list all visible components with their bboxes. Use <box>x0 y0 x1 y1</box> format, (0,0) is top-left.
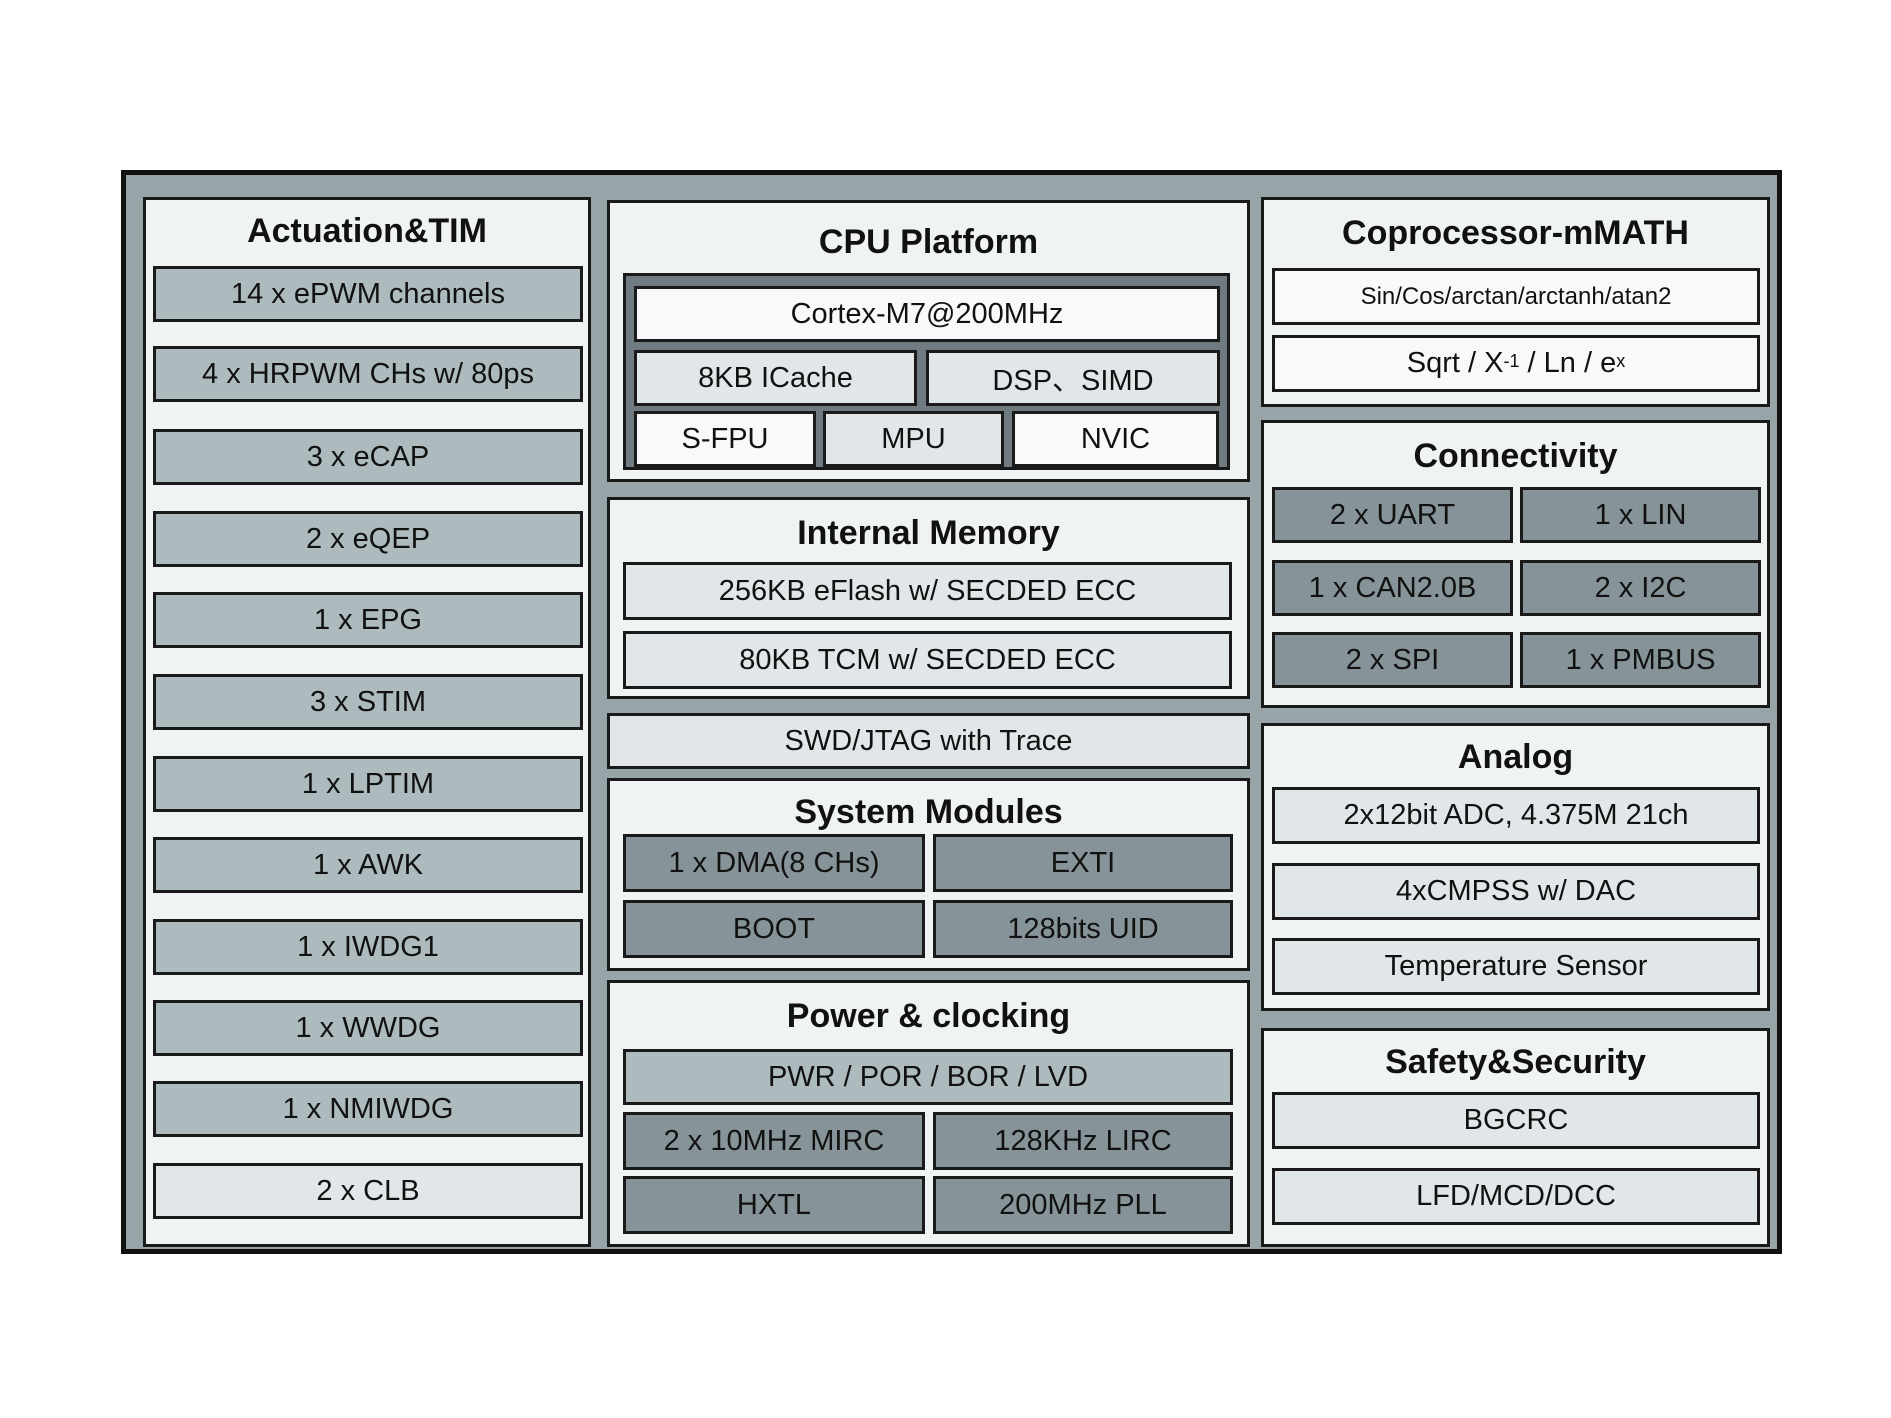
actuation-item: 2 x CLB <box>153 1163 583 1219</box>
actuation-item: 3 x eCAP <box>153 429 583 485</box>
actuation-item: 1 x IWDG1 <box>153 919 583 975</box>
swd-jtag-box: SWD/JTAG with Trace <box>607 713 1250 769</box>
trig-func-box: Sin/Cos/arctan/arctanh/atan2 <box>1272 268 1760 325</box>
coproc-panel: Coprocessor-mMATH Sin/Cos/arctan/arctanh… <box>1261 197 1770 407</box>
hxtl-box: HXTL <box>623 1176 925 1234</box>
analog-panel: Analog 2x12bit ADC, 4.375M 21ch 4xCMPSS … <box>1261 723 1770 1011</box>
actuation-panel: Actuation&TIM 14 x ePWM channels 4 x HRP… <box>143 197 591 1247</box>
mpu-box: MPU <box>823 411 1004 467</box>
icache-box: 8KB ICache <box>634 350 917 406</box>
actuation-title: Actuation&TIM <box>247 212 487 250</box>
safety-title: Safety&Security <box>1385 1043 1646 1081</box>
coproc-title: Coprocessor-mMATH <box>1342 214 1689 252</box>
sfpu-box: S-FPU <box>634 411 816 467</box>
actuation-item: 14 x ePWM channels <box>153 266 583 322</box>
cpu-core-block: Cortex-M7@200MHz 8KB ICache DSP、SIMD S-F… <box>623 273 1230 470</box>
dsp-simd-box: DSP、SIMD <box>926 350 1220 406</box>
pwr-box: PWR / POR / BOR / LVD <box>623 1049 1233 1105</box>
pmbus-box: 1 x PMBUS <box>1520 632 1761 688</box>
lirc-box: 128KHz LIRC <box>933 1112 1233 1170</box>
safety-panel: Safety&Security BGCRC LFD/MCD/DCC <box>1261 1028 1770 1247</box>
chip-block-diagram: Actuation&TIM 14 x ePWM channels 4 x HRP… <box>121 170 1782 1254</box>
sqrt-func-text-b: / Ln / e <box>1519 347 1617 379</box>
actuation-item: 1 x AWK <box>153 837 583 893</box>
i2c-box: 2 x I2C <box>1520 560 1761 616</box>
exti-box: EXTI <box>933 834 1233 892</box>
uid-box: 128bits UID <box>933 900 1233 958</box>
actuation-item: 1 x EPG <box>153 592 583 648</box>
system-panel: System Modules 1 x DMA(8 CHs) EXTI BOOT … <box>607 778 1250 971</box>
connectivity-title: Connectivity <box>1413 437 1618 475</box>
memory-title: Internal Memory <box>797 514 1060 552</box>
memory-panel: Internal Memory 256KB eFlash w/ SECDED E… <box>607 497 1250 699</box>
connectivity-panel: Connectivity 2 x UART 1 x LIN 1 x CAN2.0… <box>1261 420 1770 708</box>
nvic-box: NVIC <box>1012 411 1219 467</box>
actuation-item: 1 x LPTIM <box>153 756 583 812</box>
power-panel: Power & clocking PWR / POR / BOR / LVD 2… <box>607 980 1250 1247</box>
dma-box: 1 x DMA(8 CHs) <box>623 834 925 892</box>
lin-box: 1 x LIN <box>1520 487 1761 543</box>
bgcrc-box: BGCRC <box>1272 1092 1760 1149</box>
sqrt-func-text-a: Sqrt / X <box>1406 347 1504 379</box>
actuation-item: 2 x eQEP <box>153 511 583 567</box>
uart-box: 2 x UART <box>1272 487 1513 543</box>
eflash-box: 256KB eFlash w/ SECDED ECC <box>623 562 1232 620</box>
cortex-core-box: Cortex-M7@200MHz <box>634 286 1220 342</box>
lfd-box: LFD/MCD/DCC <box>1272 1168 1760 1225</box>
cmpss-box: 4xCMPSS w/ DAC <box>1272 863 1760 920</box>
system-title: System Modules <box>794 793 1063 831</box>
adc-box: 2x12bit ADC, 4.375M 21ch <box>1272 787 1760 844</box>
cpu-title: CPU Platform <box>818 223 1039 261</box>
actuation-item: 3 x STIM <box>153 674 583 730</box>
boot-box: BOOT <box>623 900 925 958</box>
mirc-box: 2 x 10MHz MIRC <box>623 1112 925 1170</box>
power-title: Power & clocking <box>786 997 1071 1035</box>
actuation-item: 4 x HRPWM CHs w/ 80ps <box>153 346 583 402</box>
pll-box: 200MHz PLL <box>933 1176 1233 1234</box>
actuation-item: 1 x NMIWDG <box>153 1081 583 1137</box>
analog-title: Analog <box>1457 738 1574 776</box>
temp-sensor-box: Temperature Sensor <box>1272 938 1760 995</box>
actuation-item: 1 x WWDG <box>153 1000 583 1056</box>
tcm-box: 80KB TCM w/ SECDED ECC <box>623 631 1232 689</box>
spi-box: 2 x SPI <box>1272 632 1513 688</box>
cpu-panel: CPU Platform Cortex-M7@200MHz 8KB ICache… <box>607 200 1250 482</box>
can-box: 1 x CAN2.0B <box>1272 560 1513 616</box>
